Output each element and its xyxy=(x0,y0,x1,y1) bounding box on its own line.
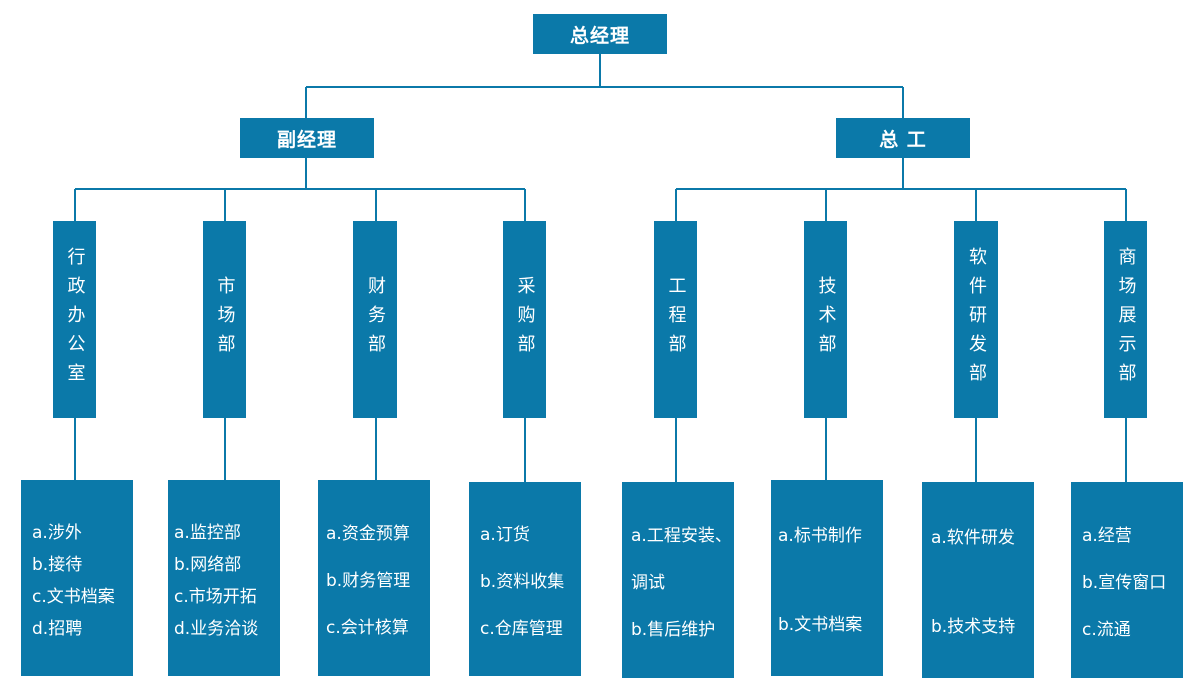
task-item: b.售后维护 xyxy=(631,619,716,640)
task-item: a.资金预算 xyxy=(326,523,410,544)
tasks-showroom: a.经营 b.宣传窗口 c.流通 xyxy=(1071,482,1183,678)
task-item: a.监控部 xyxy=(174,522,241,543)
tasks-admin-office: a.涉外 b.接待 c.文书档案 d.招聘 xyxy=(21,480,133,676)
task-item: b.文书档案 xyxy=(778,615,863,635)
general-manager-label: 总经理 xyxy=(569,24,630,47)
dept-label: 软件研发部 xyxy=(966,247,987,392)
chief-engineer-label: 总 工 xyxy=(879,128,927,151)
tasks-finance: a.资金预算 b.财务管理 c.会计核算 xyxy=(318,480,430,676)
task-item: b.技术支持 xyxy=(931,617,1016,637)
tasks-purchasing: a.订货 b.资料收集 c.仓库管理 xyxy=(469,482,581,676)
task-item: b.网络部 xyxy=(174,554,242,575)
chief-engineer-box: 总 工 xyxy=(836,118,970,158)
task-item: a.涉外 xyxy=(32,522,82,543)
tasks-technical: a.标书制作 b.文书档案 xyxy=(771,480,883,676)
dept-label: 采购部 xyxy=(514,276,536,363)
task-item: c.流通 xyxy=(1082,619,1131,640)
deputy-manager-box: 副经理 xyxy=(240,118,374,158)
tasks-engineering: a.工程安装、 调试 b.售后维护 xyxy=(622,482,734,678)
dept-showroom: 商场展示部 xyxy=(1104,221,1147,418)
task-item: a.经营 xyxy=(1082,525,1132,546)
dept-label: 技术部 xyxy=(815,276,837,363)
dept-engineering: 工程部 xyxy=(654,221,697,418)
dept-admin-office: 行政办公室 xyxy=(53,221,96,418)
task-item: a.订货 xyxy=(480,524,530,545)
dept-technical: 技术部 xyxy=(804,221,847,418)
task-item: b.接待 xyxy=(32,554,83,575)
dept-label: 行政办公室 xyxy=(64,247,86,392)
tasks-marketing: a.监控部 b.网络部 c.市场开拓 d.业务洽谈 xyxy=(168,480,280,676)
task-item: a.软件研发 xyxy=(931,528,1015,548)
task-item: a.工程安装、 xyxy=(631,525,732,546)
task-item: c.会计核算 xyxy=(326,617,409,638)
task-item: c.仓库管理 xyxy=(480,618,563,639)
tasks-software-rd: a.软件研发 b.技术支持 xyxy=(922,482,1034,678)
task-item: b.财务管理 xyxy=(326,570,411,591)
task-item: d.业务洽谈 xyxy=(174,618,259,639)
dept-label: 商场展示部 xyxy=(1115,247,1137,392)
dept-finance: 财务部 xyxy=(353,221,397,418)
task-item: a.标书制作 xyxy=(778,526,862,546)
dept-purchasing: 采购部 xyxy=(503,221,546,418)
dept-label: 工程部 xyxy=(665,276,687,363)
general-manager-box: 总经理 xyxy=(533,14,667,54)
dept-software-rd: 软件研发部 xyxy=(954,221,998,418)
task-item: c.文书档案 xyxy=(32,586,115,607)
task-item: 调试 xyxy=(631,572,665,593)
deputy-manager-label: 副经理 xyxy=(276,128,337,151)
task-item: b.资料收集 xyxy=(480,571,565,592)
task-item: b.宣传窗口 xyxy=(1082,572,1167,593)
dept-label: 市场部 xyxy=(214,276,236,363)
task-item: c.市场开拓 xyxy=(174,586,257,607)
dept-label: 财务部 xyxy=(365,276,386,363)
task-item: d.招聘 xyxy=(32,618,83,639)
dept-marketing: 市场部 xyxy=(203,221,246,418)
